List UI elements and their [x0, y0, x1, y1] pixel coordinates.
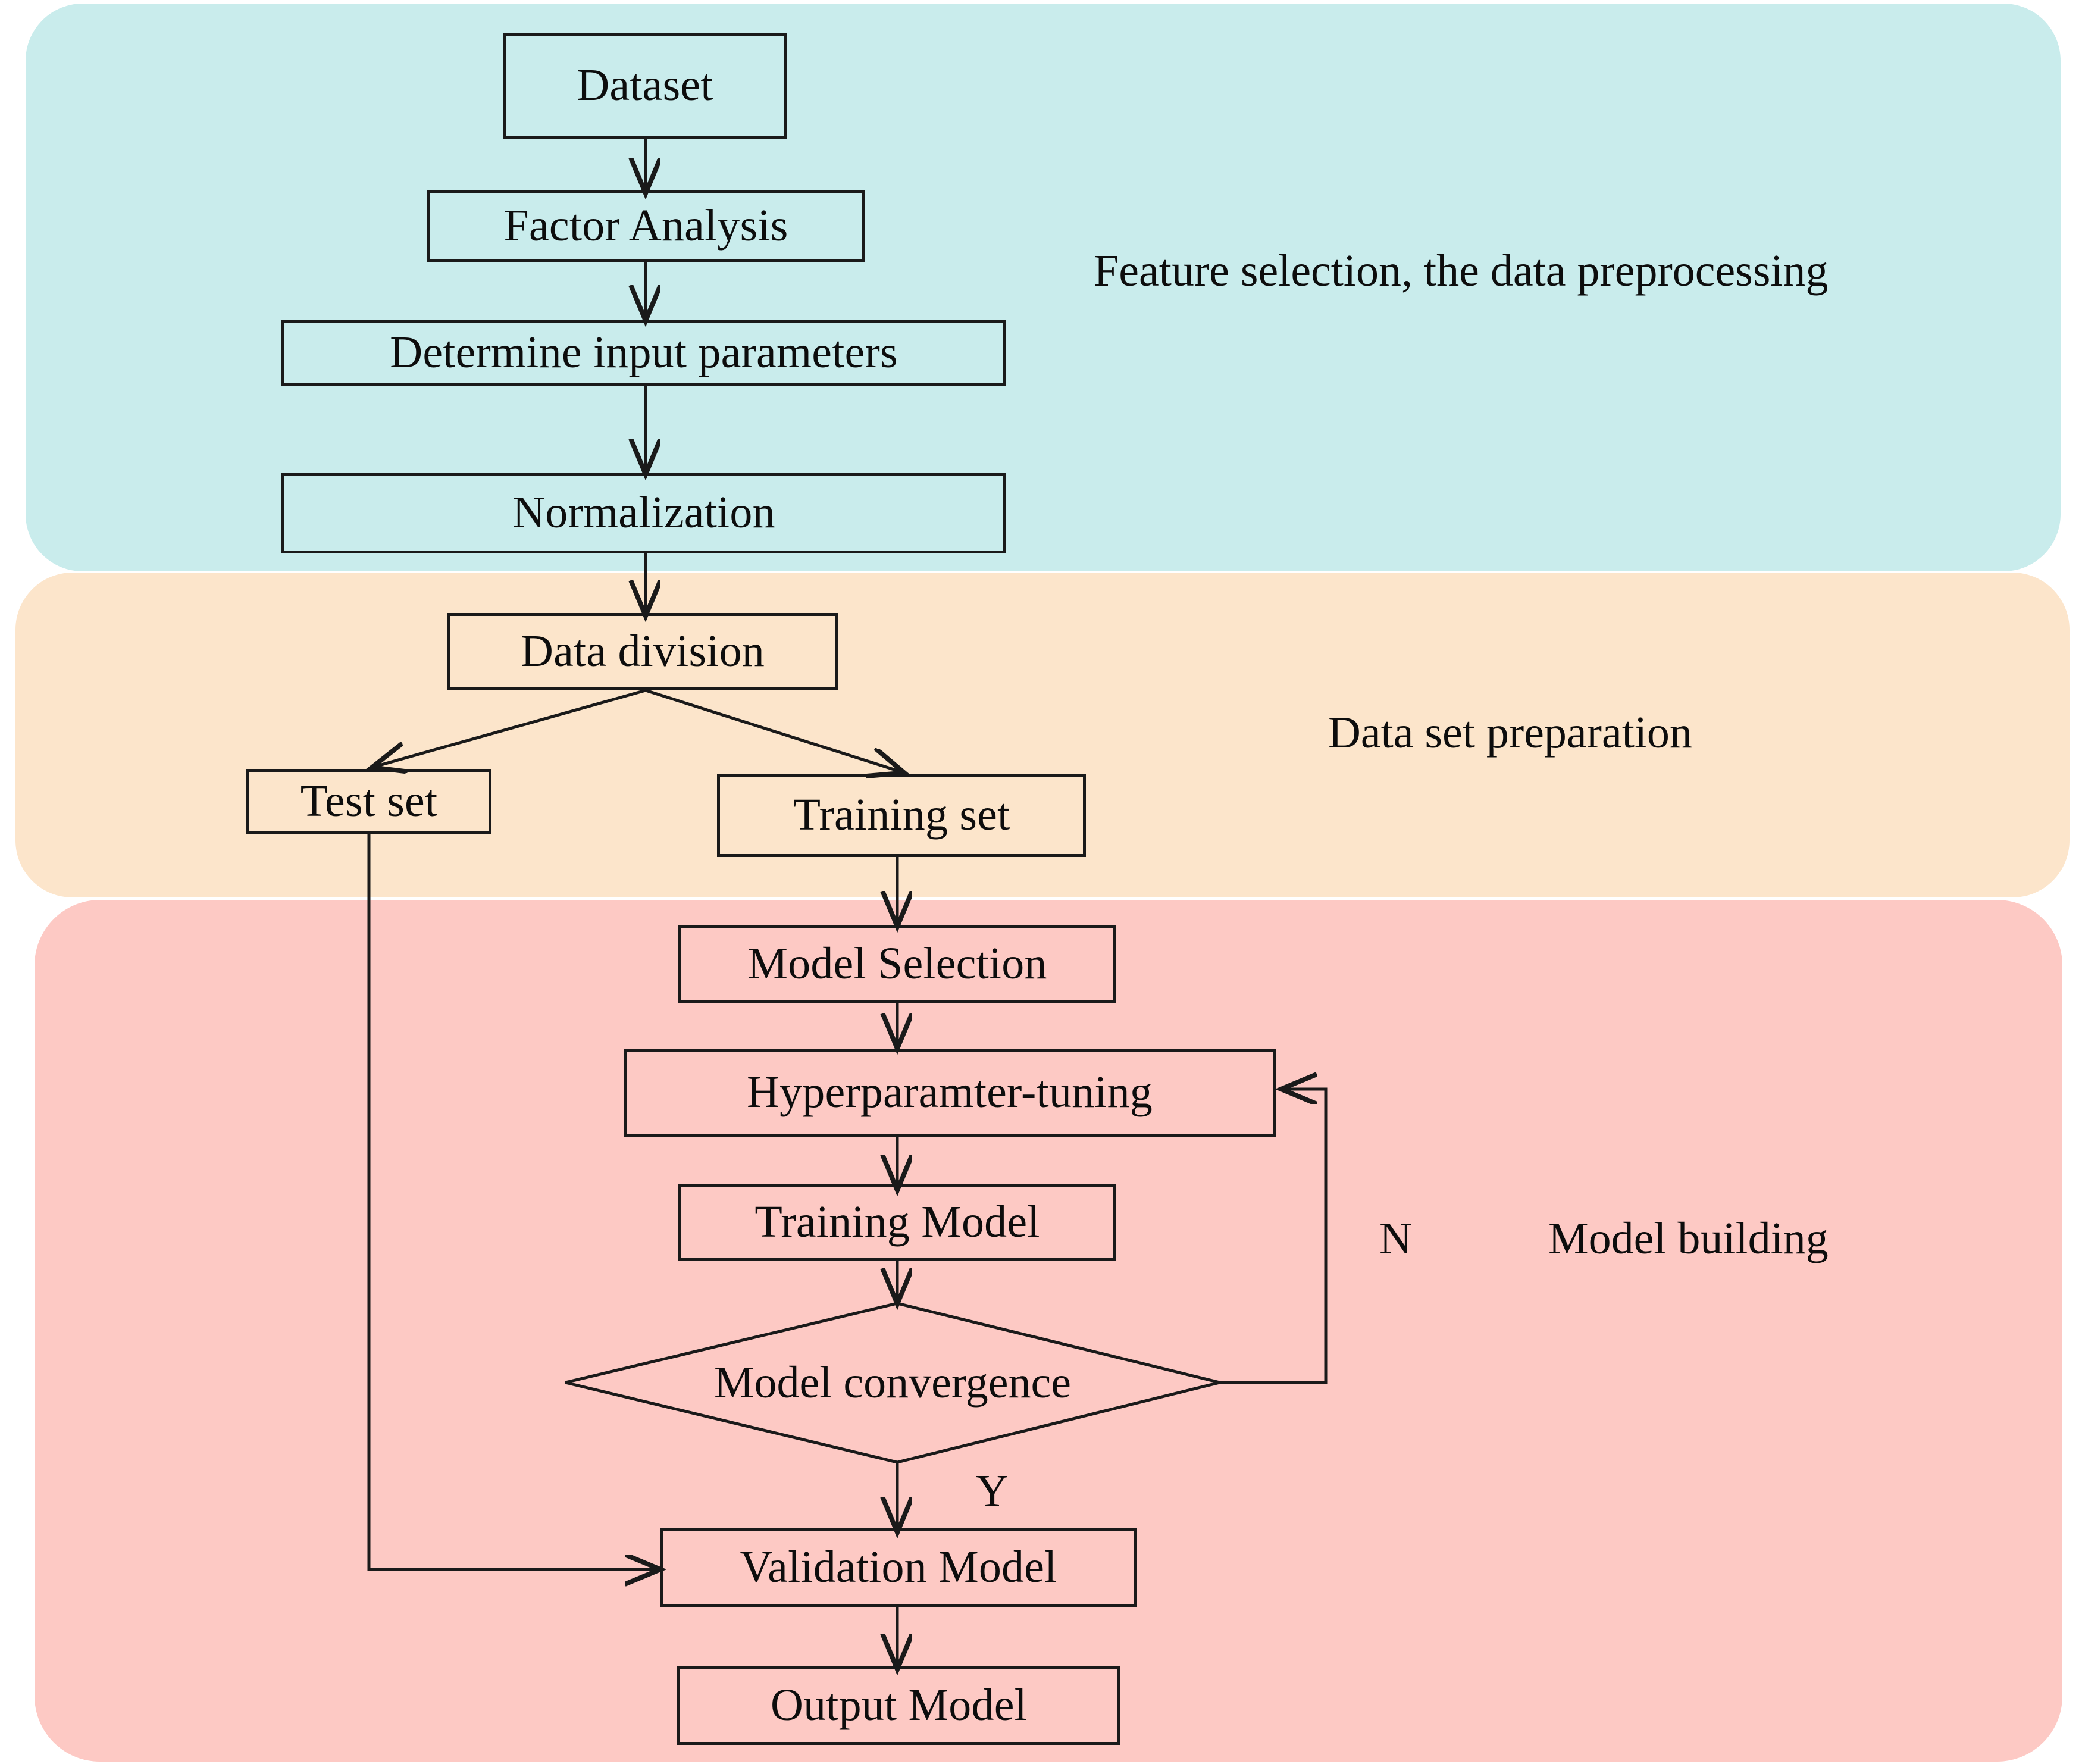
band-preprocessing	[26, 4, 2061, 571]
band-dataset-preparation	[15, 573, 2070, 897]
node-hyperparameter-tuning[interactable]: Hyperparamter-tuning	[624, 1049, 1276, 1137]
node-training-set[interactable]: Training set	[717, 774, 1086, 857]
node-factor-analysis[interactable]: Factor Analysis	[427, 190, 865, 262]
node-dataset[interactable]: Dataset	[503, 33, 787, 139]
node-normalization[interactable]: Normalization	[281, 473, 1006, 553]
node-test-set[interactable]: Test set	[246, 769, 491, 834]
band-label-preprocessing: Feature selection, the data preprocessin…	[1094, 246, 1829, 296]
node-validation-model[interactable]: Validation Model	[660, 1528, 1137, 1607]
band-label-dataset-preparation: Data set preparation	[1328, 708, 1692, 758]
node-model-selection[interactable]: Model Selection	[678, 925, 1116, 1003]
model-convergence-label: Model convergence	[713, 1358, 1072, 1408]
edge-label-no: N	[1379, 1213, 1412, 1263]
node-determine-input-parameters[interactable]: Determine input parameters	[281, 320, 1006, 386]
band-label-model-building: Model building	[1548, 1213, 1829, 1263]
node-training-model[interactable]: Training Model	[678, 1184, 1116, 1261]
node-output-model[interactable]: Output Model	[677, 1666, 1120, 1745]
node-model-convergence[interactable]: Model convergence	[565, 1303, 1220, 1462]
edge-label-yes: Y	[976, 1466, 1009, 1516]
node-data-division[interactable]: Data division	[447, 613, 838, 690]
